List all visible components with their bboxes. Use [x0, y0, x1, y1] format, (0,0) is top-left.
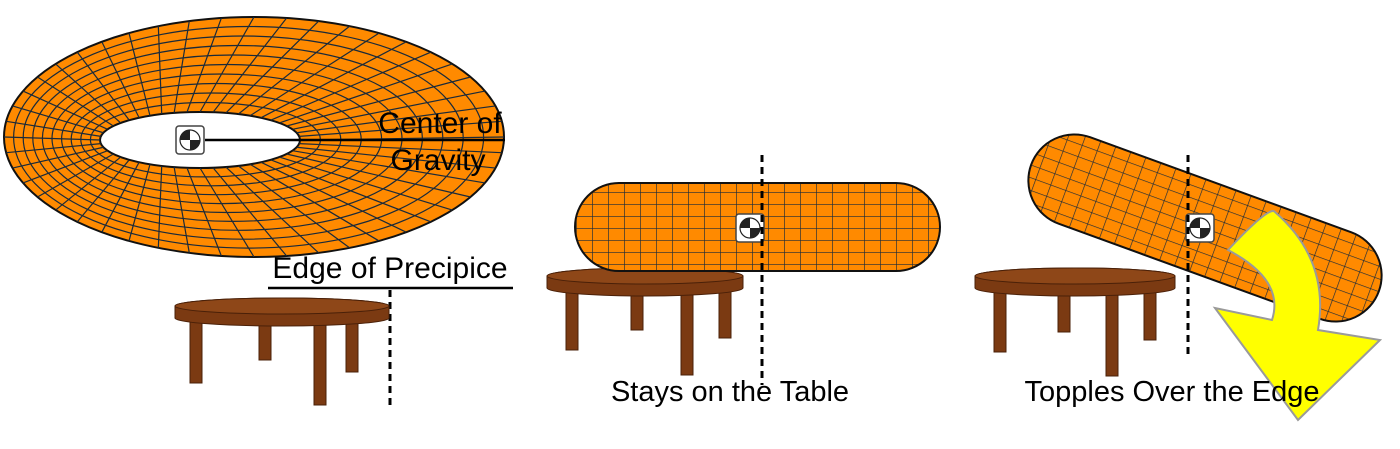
center-of-gravity-icon	[1185, 213, 1215, 243]
stays-caption: Stays on the Table	[611, 376, 849, 408]
center-of-gravity-label-1: Center of	[378, 107, 502, 140]
topple-arrow-icon	[1212, 210, 1383, 422]
torus-top-view	[2, 16, 506, 258]
table-leg	[1105, 281, 1119, 377]
edge-of-precipice-label: Edge of Precipice	[272, 252, 507, 285]
center-of-gravity-label-2: Gravity	[390, 144, 485, 177]
center-of-gravity-icon	[175, 125, 205, 155]
table	[174, 297, 390, 406]
center-of-gravity-icon	[735, 213, 765, 243]
table	[974, 267, 1176, 377]
topples-caption: Topples Over the Edge	[1024, 376, 1319, 408]
table-leg	[680, 281, 694, 376]
table	[546, 267, 744, 376]
